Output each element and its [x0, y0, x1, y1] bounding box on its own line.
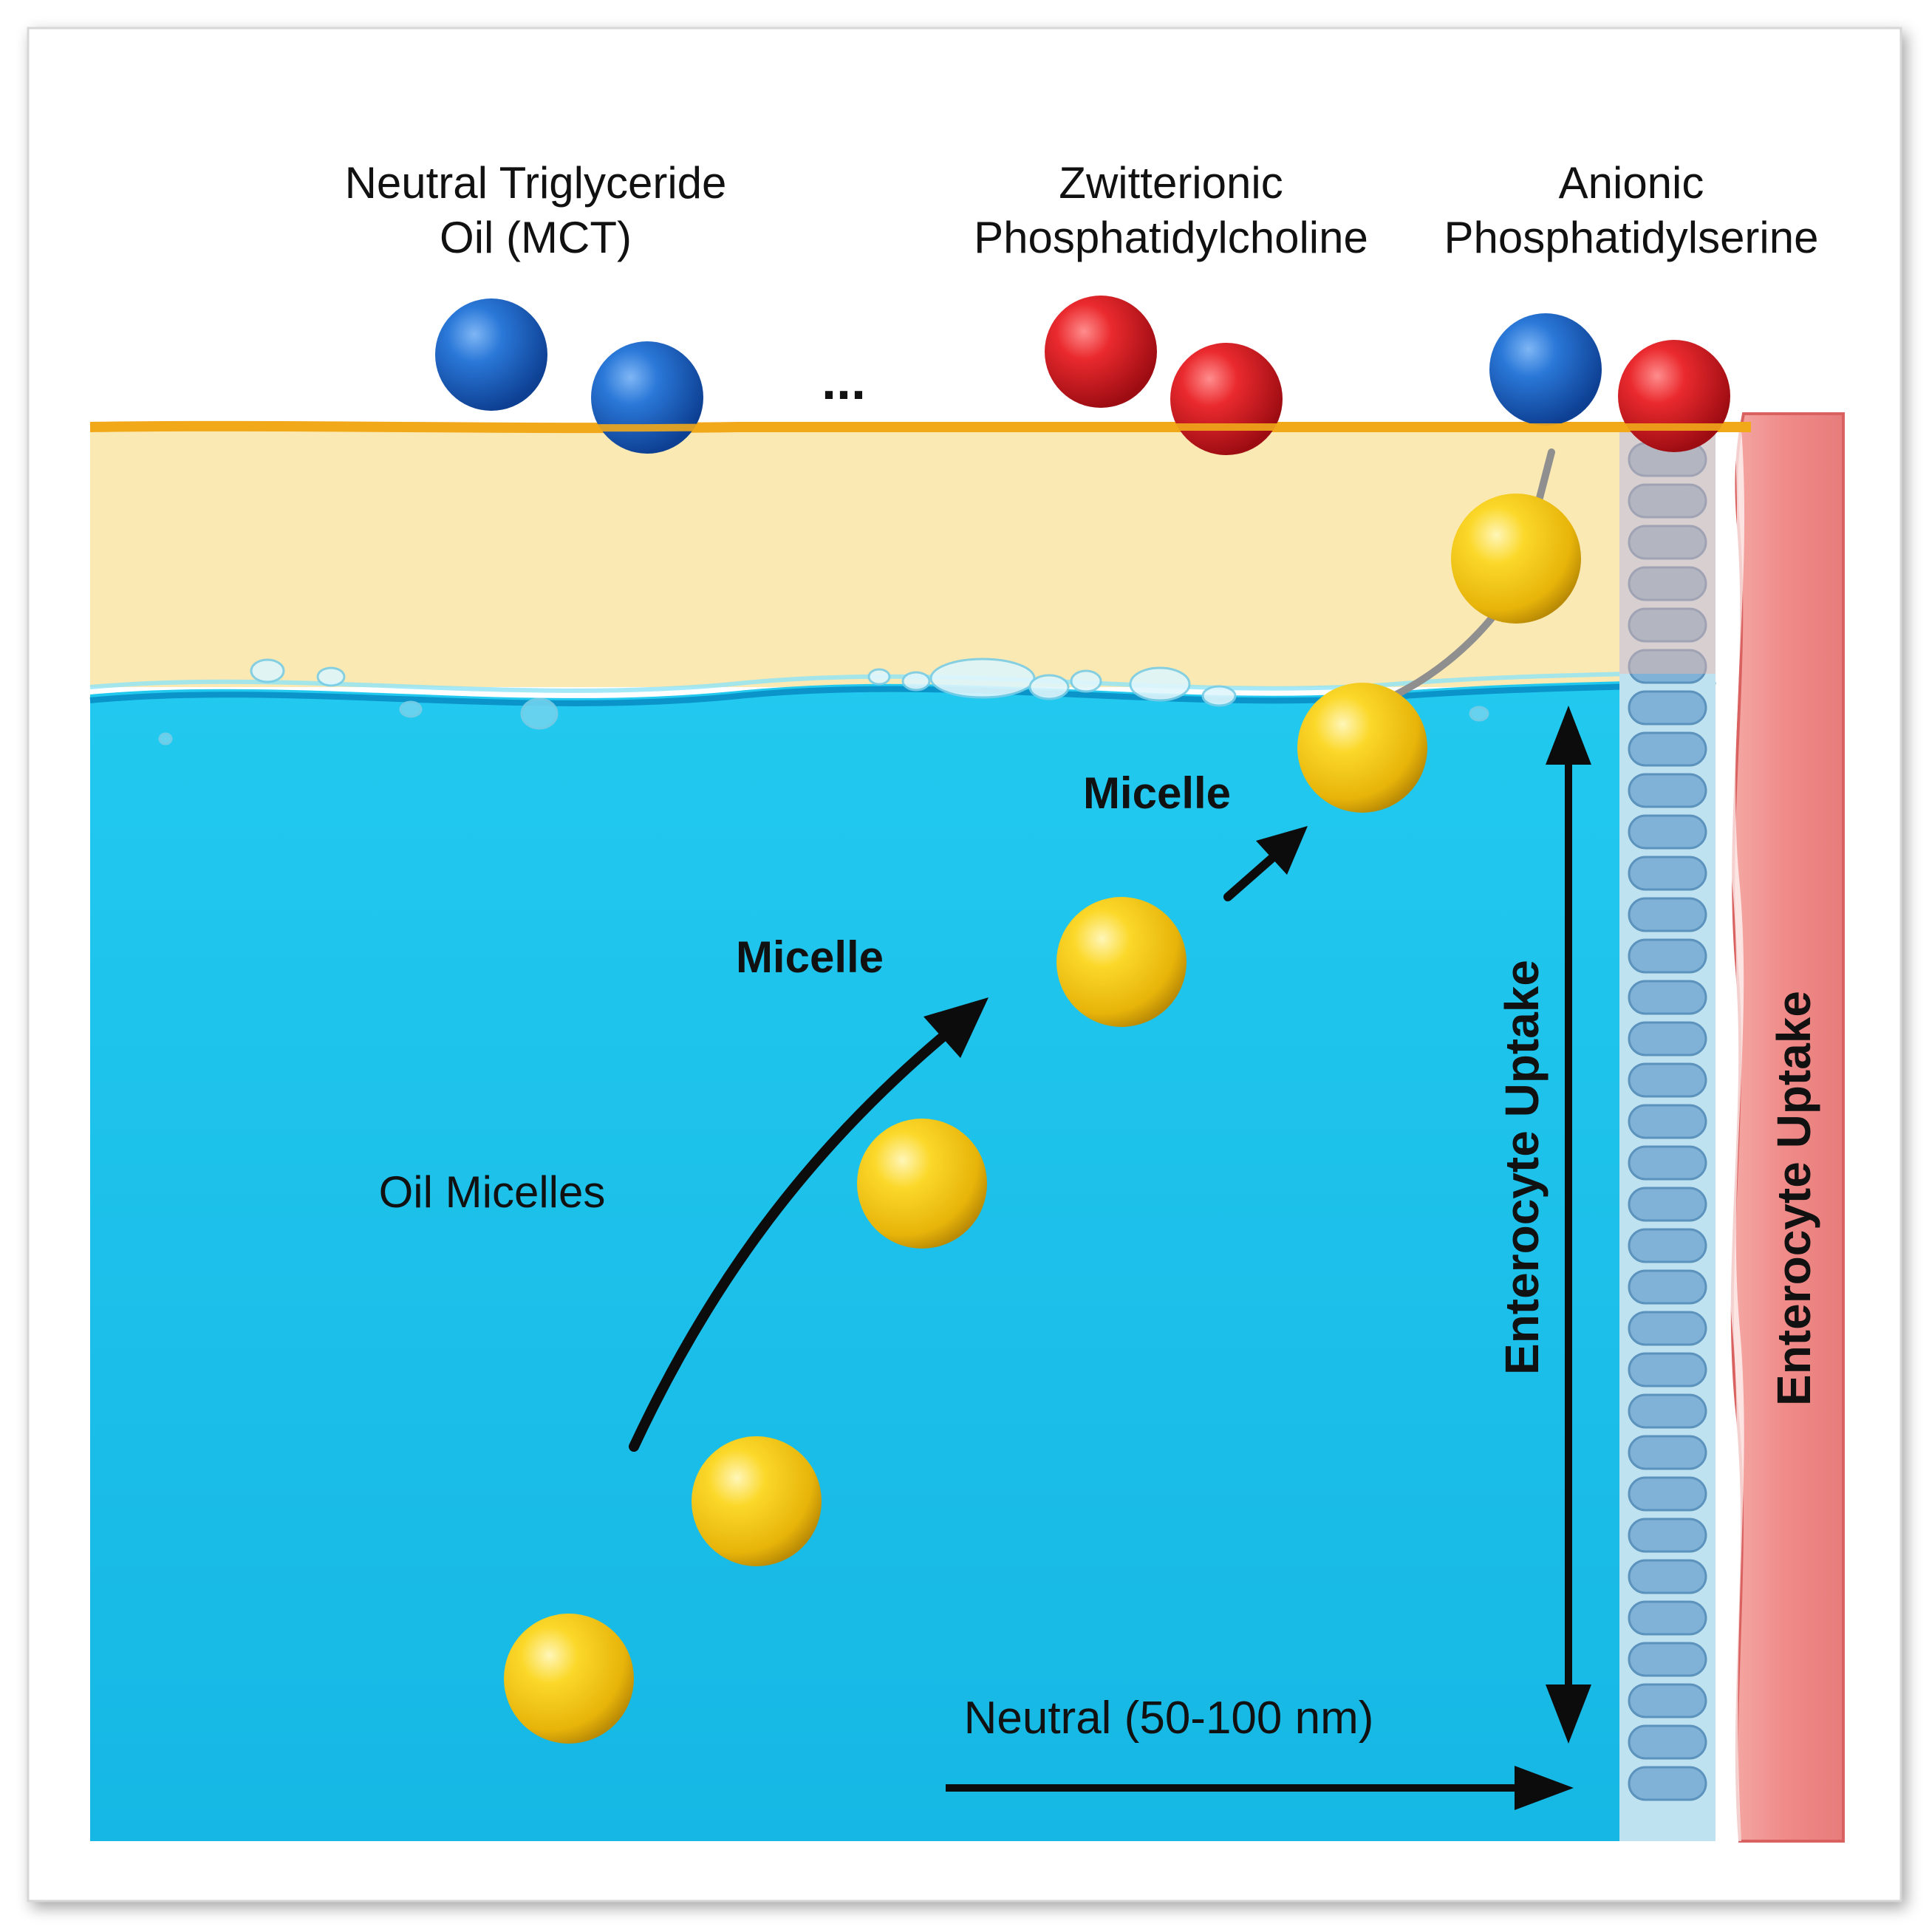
enterocyte-membrane	[1728, 428, 1745, 1842]
label-enterocyte-uptake-wall: Enterocyte Uptake	[1767, 991, 1820, 1406]
micelle-step-arrow	[1223, 850, 1281, 901]
surface-line-front	[89, 422, 1752, 432]
header-anionic-line2: Phosphatidylserine	[1444, 213, 1819, 262]
label-enterocyte-uptake-arrow: Enterocyte Uptake	[1495, 960, 1549, 1375]
ellipsis-separator: ...	[822, 352, 866, 411]
micelle-sphere-5	[692, 1436, 822, 1566]
neutral-horizontal-arrowhead	[1515, 1766, 1574, 1810]
neutral-sphere-2	[591, 341, 703, 454]
label-micelle-lower: Micelle	[736, 932, 884, 982]
header-zwitterionic-line1: Zwitterionic	[1059, 158, 1283, 208]
label-oil-micelles: Oil Micelles	[379, 1167, 606, 1217]
header-anionic-line1: Anionic	[1559, 158, 1704, 208]
neutral-sphere-1	[435, 298, 547, 411]
oil-layer	[90, 427, 1715, 687]
uptake-vertical-arrowhead-bottom	[1546, 1684, 1591, 1744]
header-neutral-line2: Oil (MCT)	[440, 213, 632, 262]
micelle-sphere-mid	[1056, 897, 1187, 1027]
microvilli-brush-border	[1619, 430, 1715, 1841]
anionic-sphere-blue	[1489, 313, 1602, 426]
micelle-sphere-4	[857, 1119, 987, 1249]
interface-bubbles	[158, 658, 1489, 745]
header-zwitterionic-line2: Phosphatidylcholine	[974, 213, 1368, 262]
label-neutral-size: Neutral (50-100 nm)	[964, 1693, 1374, 1744]
micelle-sphere-oil-layer	[1451, 494, 1581, 624]
anionic-sphere-red	[1618, 340, 1730, 452]
header-neutral-line1: Neutral Triglyceride	[345, 158, 727, 208]
label-micelle-upper: Micelle	[1083, 768, 1231, 818]
uptake-vertical-arrowhead-top	[1546, 706, 1591, 765]
micelle-step-arrowhead	[1256, 826, 1308, 875]
zwitterionic-sphere-1	[1045, 296, 1157, 408]
zwitterionic-sphere-2	[1170, 343, 1283, 455]
micelle-sphere-6	[504, 1614, 634, 1744]
water-region	[90, 676, 1715, 1841]
micelle-sphere-interface	[1297, 683, 1427, 813]
micelle-path-arrow	[629, 1029, 951, 1452]
micelle-path-arrowhead	[923, 997, 989, 1058]
